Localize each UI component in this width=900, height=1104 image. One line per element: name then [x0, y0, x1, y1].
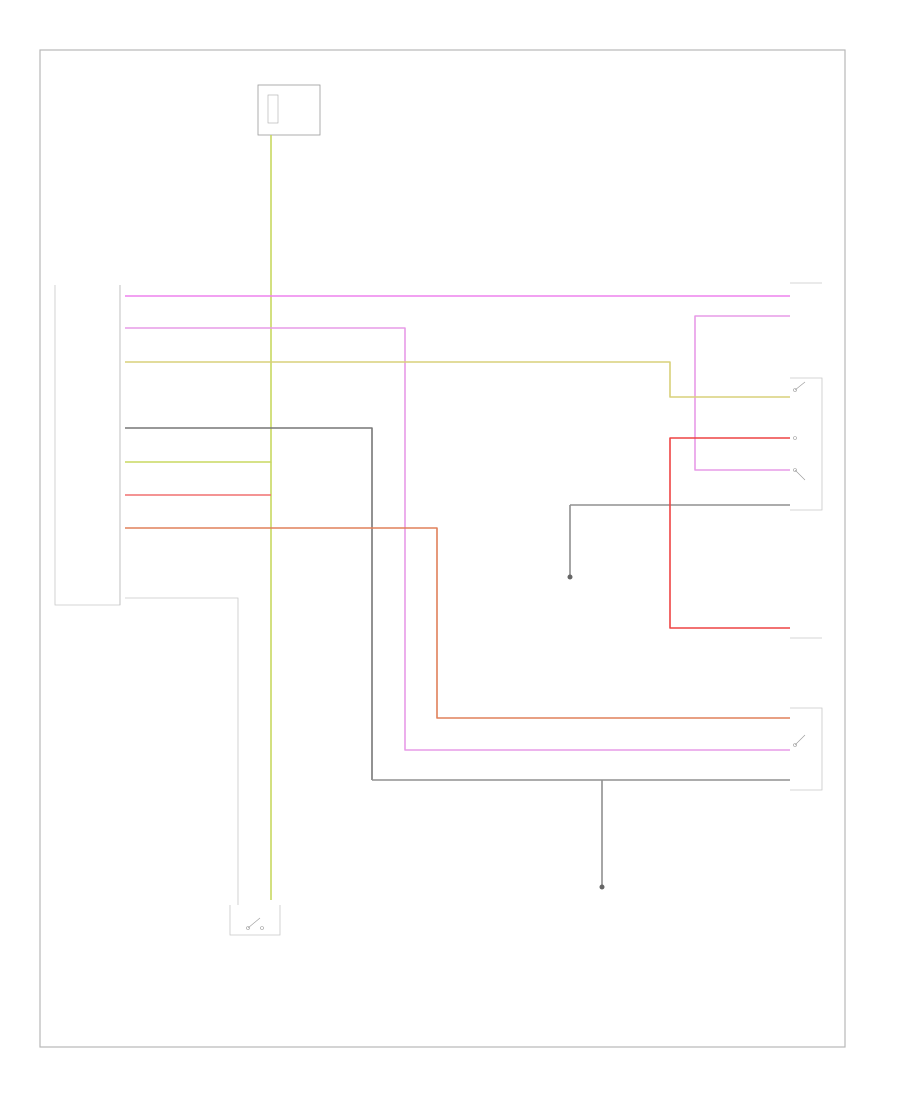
ground-1 — [567, 574, 573, 580]
wire-pink-long — [125, 327, 790, 751]
diagram-frame — [39, 49, 846, 1048]
rear-locker — [790, 377, 823, 511]
front-locker — [790, 707, 823, 791]
wire-tan — [125, 361, 790, 398]
wire-thin-gray — [125, 597, 239, 905]
wire-yellow-feed — [125, 135, 272, 463]
ground-2 — [599, 884, 605, 890]
wire-black — [125, 427, 373, 780]
wire-pink-short — [694, 315, 790, 471]
wire-red — [669, 437, 790, 629]
fuse-box — [257, 84, 321, 136]
transfer-case-module — [54, 285, 121, 606]
actuator-motor — [790, 282, 822, 639]
lockout-switch — [229, 905, 281, 936]
wire-orange — [125, 527, 790, 719]
